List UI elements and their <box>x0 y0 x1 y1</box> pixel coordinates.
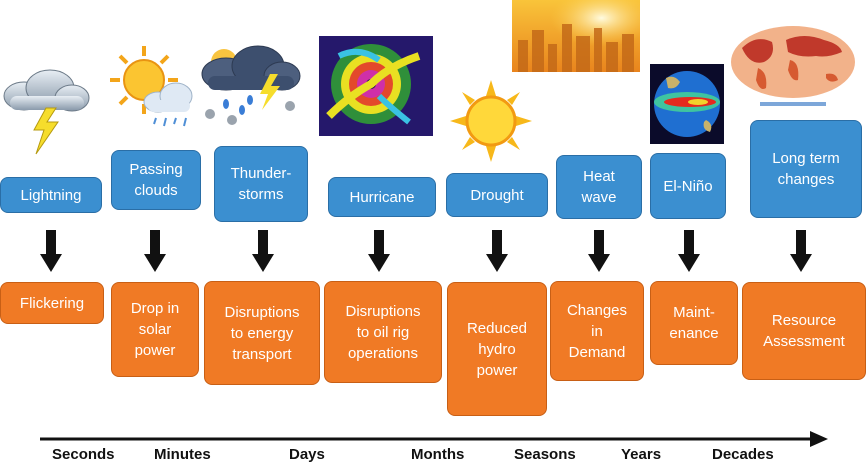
arrow-down-7 <box>678 230 700 272</box>
phenomenon-lightning: Lightning <box>0 177 102 213</box>
impact-reduced-hydro-power: Reduced hydro power <box>447 282 547 416</box>
impact-oil-rig-operations: Disruptions to oil rig operations <box>324 281 442 383</box>
arrow-down-3 <box>252 230 274 272</box>
timescale-decades: Decades <box>712 446 774 463</box>
impact-resource-assessment: Resource Assessment <box>742 282 866 380</box>
impact-flickering: Flickering <box>0 282 104 324</box>
phenomenon-long-term-changes: Long term changes <box>750 120 862 218</box>
timescale-days: Days <box>289 446 325 463</box>
impact-changes-in-demand: Changes in Demand <box>550 281 644 381</box>
arrow-down-6 <box>588 230 610 272</box>
timescale-months: Months <box>411 446 465 463</box>
impact-maintenance: Maint- enance <box>650 281 738 365</box>
timescale-minutes: Minutes <box>154 446 211 463</box>
storm-cloud-lightning-icon <box>3 69 90 155</box>
world-temperature-map-image <box>728 22 858 110</box>
hurricane-satellite-image <box>319 36 433 136</box>
sun-behind-cloud-icon <box>110 46 193 127</box>
phenomenon-el-nino: El-Niño <box>650 153 726 219</box>
phenomenon-passing-clouds: Passing clouds <box>111 150 201 210</box>
phenomenon-thunderstorms: Thunder- storms <box>214 146 308 222</box>
arrow-down-4 <box>368 230 390 272</box>
timescale-years: Years <box>621 446 662 463</box>
timescale-seconds: Seconds <box>52 446 115 463</box>
phenomenon-heat-wave: Heat wave <box>556 155 642 219</box>
sun-icon <box>450 80 532 162</box>
phenomenon-hurricane: Hurricane <box>328 177 436 217</box>
impact-drop-in-solar-power: Drop in solar power <box>111 282 199 377</box>
heat-city-image <box>512 0 640 72</box>
arrow-down-2 <box>144 230 166 272</box>
thunderstorm-icon <box>201 45 301 125</box>
arrow-down-5 <box>486 230 508 272</box>
phenomenon-drought: Drought <box>446 173 548 217</box>
timescale-seasons: Seasons <box>514 446 576 463</box>
arrow-down-1 <box>40 230 62 272</box>
impact-energy-transport: Disruptions to energy transport <box>204 281 320 385</box>
el-nino-globe-image <box>650 64 724 144</box>
arrow-down-8 <box>790 230 812 272</box>
